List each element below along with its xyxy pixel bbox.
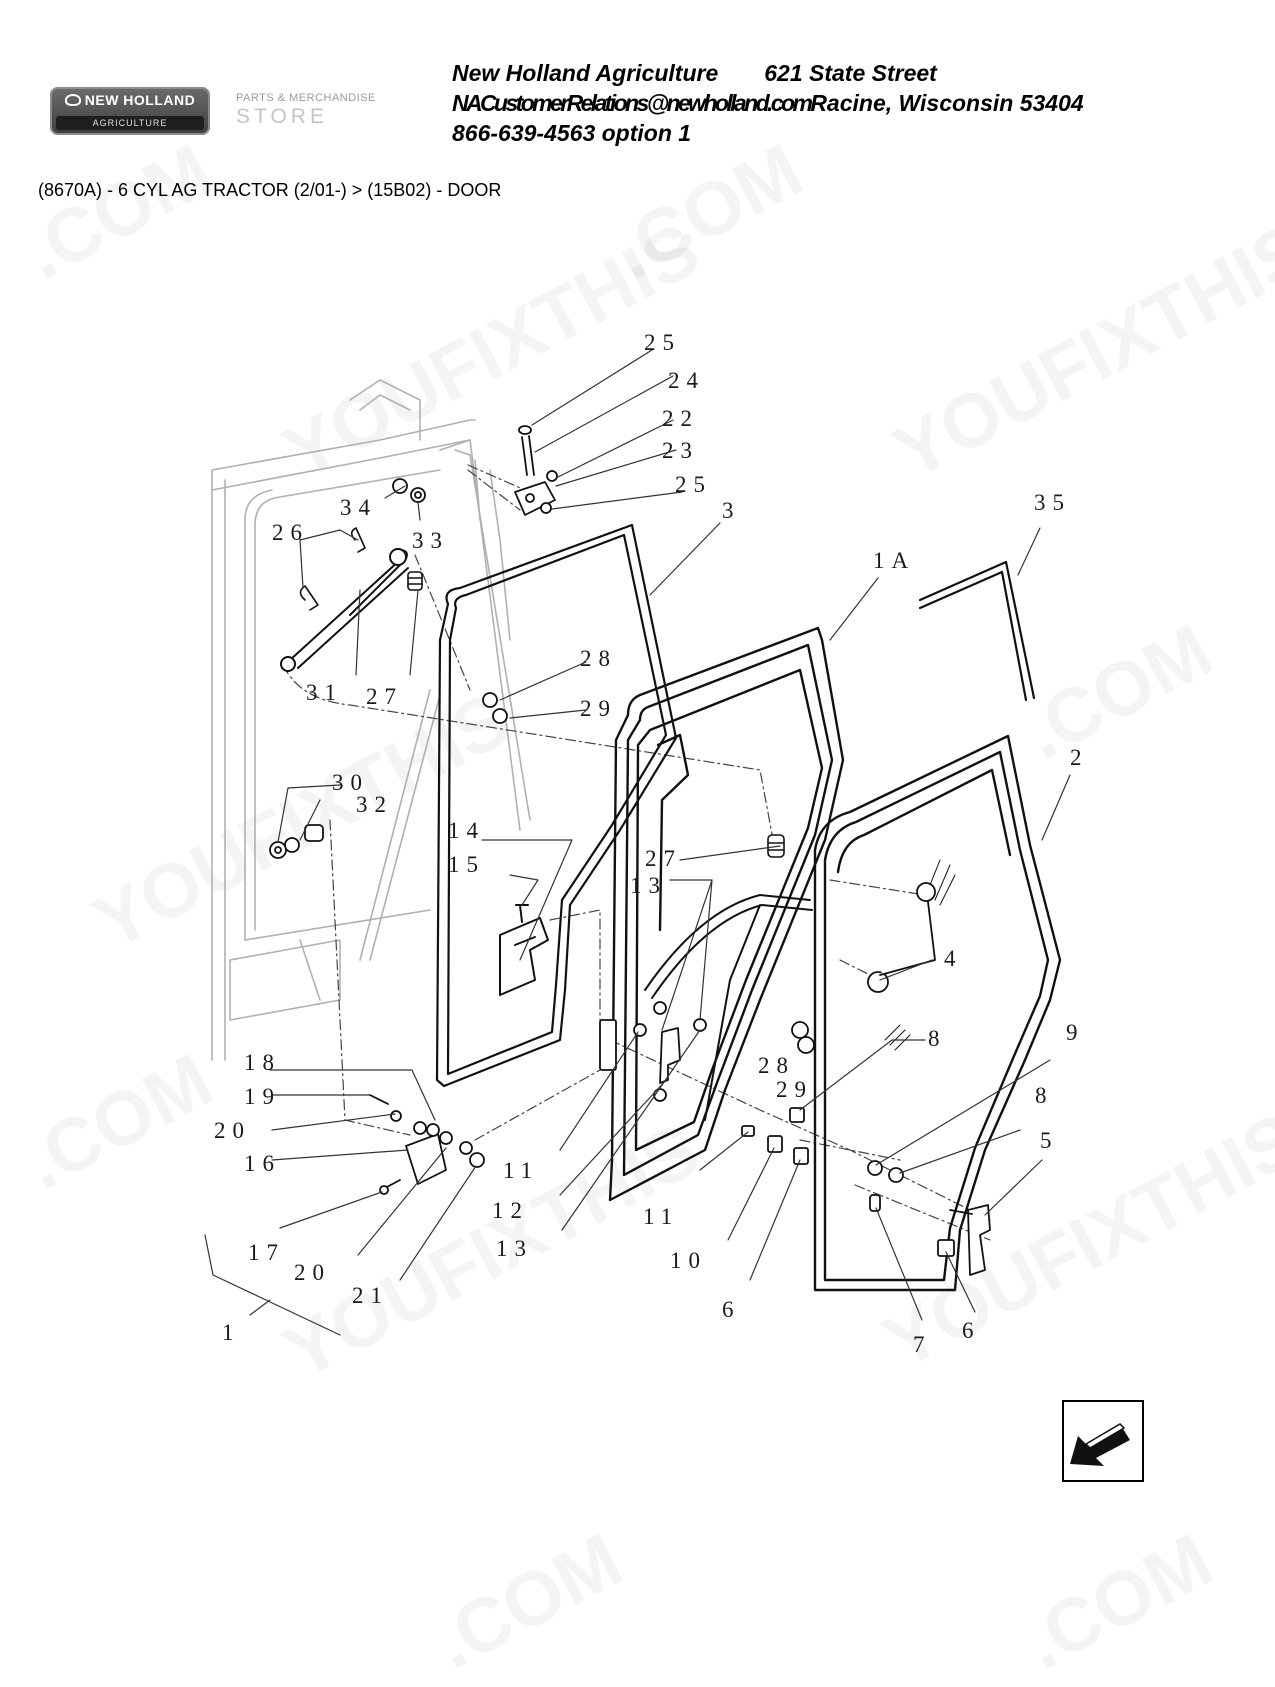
callout-21: 21 — [352, 1283, 389, 1308]
back-arrow-button[interactable] — [1062, 1400, 1144, 1482]
company-name: New Holland Agriculture — [452, 60, 719, 86]
contact-row-3: 866-639-4563 option 1 — [452, 118, 1084, 148]
callout-27: 27 — [366, 684, 403, 709]
bolts-30-32 — [269, 824, 324, 859]
callout-22: 22 — [662, 406, 699, 431]
door-frame — [608, 626, 845, 1202]
store-logo-main: STORE — [236, 105, 328, 128]
right-latch-parts — [867, 1160, 991, 1276]
callout-17: 17 — [248, 1240, 285, 1265]
city-state: Racine, Wisconsin 53404 — [810, 90, 1084, 116]
washers-top — [392, 478, 426, 503]
cab-frame — [211, 379, 531, 1061]
arrow-down-left-icon — [1070, 1423, 1130, 1466]
callout-30: 30 — [332, 770, 369, 795]
leader-lines — [204, 349, 1071, 1336]
handle-tube — [644, 894, 813, 1121]
callout-19: 19 — [244, 1084, 281, 1109]
callout-3: 3 — [722, 498, 741, 523]
callout-1: 1 — [222, 1320, 241, 1345]
callout-24: 24 — [668, 368, 705, 393]
callout-31: 31 — [306, 680, 343, 705]
window-seal-strip — [918, 560, 1036, 702]
hinge-parts-mid — [599, 1001, 707, 1102]
callout-2: 2 — [1070, 745, 1089, 770]
contact-row-2: NACustomerRelations@newholland.comRacine… — [452, 88, 1084, 118]
callout-labels: 25 24 22 23 25 3 35 34 33 26 1A 31 27 28… — [214, 330, 1089, 1357]
callout-9: 9 — [1066, 1020, 1085, 1045]
callout-6: 6 — [962, 1318, 981, 1343]
callout-5: 5 — [1040, 1128, 1059, 1153]
email-link[interactable]: NACustomerRelations@newholland.com — [452, 90, 813, 116]
callout-13: 13 — [630, 873, 667, 898]
callout-10: 10 — [670, 1248, 707, 1273]
gas-strut — [280, 548, 409, 672]
callout-20: 20 — [294, 1260, 331, 1285]
callout-28: 28 — [758, 1053, 795, 1078]
callout-34: 34 — [340, 495, 377, 520]
callout-29: 29 — [776, 1077, 813, 1102]
phone-number: 866-639-4563 option 1 — [452, 120, 692, 146]
glass-door — [813, 734, 1062, 1292]
logo-brand-text: NEW HOLLAND — [84, 92, 196, 108]
alignment-lines — [282, 464, 991, 1241]
spring-clips — [299, 527, 366, 611]
callout-25: 25 — [675, 472, 712, 497]
callout-18: 18 — [244, 1050, 281, 1075]
street-address: 621 State Street — [764, 60, 937, 86]
callout-33: 33 — [412, 528, 449, 553]
lower-hinge — [369, 1094, 485, 1195]
callout-29: 29 — [580, 696, 617, 721]
callout-7: 7 — [913, 1332, 932, 1357]
door-gasket-seal — [435, 523, 678, 1088]
small-parts-lower — [741, 1125, 809, 1165]
logo-brand: NEW HOLLAND — [50, 92, 210, 108]
callout-27: 27 — [645, 846, 682, 871]
contact-row-1: New Holland Agriculture 621 State Street — [452, 58, 1084, 88]
nuts-28-29-mid — [789, 1021, 815, 1123]
door-parts-diagram: 25 24 22 23 25 3 35 34 33 26 1A 31 27 28… — [204, 330, 1089, 1357]
glass-knobs — [867, 882, 936, 993]
callout-6: 6 — [722, 1297, 741, 1322]
nuts-28-29-top — [482, 692, 508, 724]
leaf-icon — [64, 94, 81, 106]
callout-25: 25 — [644, 330, 681, 355]
callout-23: 23 — [662, 438, 699, 463]
top-hinge-pin — [514, 425, 558, 516]
new-holland-logo[interactable]: NEW HOLLAND AGRICULTURE — [50, 87, 210, 135]
callout-20: 20 — [214, 1118, 251, 1143]
callout-15: 15 — [448, 852, 485, 877]
bolt-27-top — [407, 571, 423, 591]
callout-4: 4 — [944, 946, 963, 971]
store-logo[interactable]: PARTS & MERCHANDISE STORE — [236, 92, 376, 129]
callout-35: 35 — [1034, 490, 1071, 515]
callout-28: 28 — [580, 646, 617, 671]
callout-8: 8 — [1035, 1083, 1054, 1108]
callout-11: 11 — [503, 1158, 539, 1183]
callout-11: 11 — [643, 1204, 679, 1229]
callout-8: 8 — [928, 1026, 947, 1051]
callout-32: 32 — [356, 792, 393, 817]
callout-12: 12 — [492, 1198, 529, 1223]
callout-1A: 1A — [873, 548, 915, 573]
striker-bracket — [499, 904, 549, 996]
logo-sub: AGRICULTURE — [56, 116, 204, 130]
store-logo-top: PARTS & MERCHANDISE — [236, 92, 376, 104]
callout-14: 14 — [448, 818, 485, 843]
callout-26: 26 — [272, 520, 309, 545]
callout-13: 13 — [496, 1236, 533, 1261]
breadcrumb[interactable]: (8670A) - 6 CYL AG TRACTOR (2/01-) > (15… — [38, 180, 502, 200]
callout-16: 16 — [244, 1151, 281, 1176]
